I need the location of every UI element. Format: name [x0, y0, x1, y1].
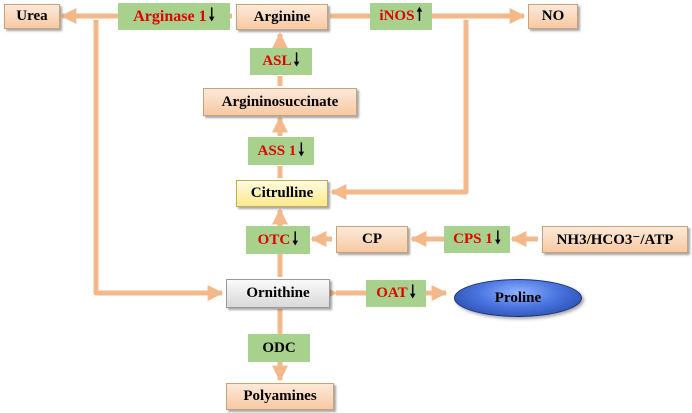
arginase1-down-arrow-icon: 🠓 — [208, 5, 215, 25]
asl-down-arrow-icon: 🠓 — [293, 50, 300, 70]
cps1-down-arrow-icon: 🠓 — [494, 228, 501, 248]
nh3-hco3-atp-label: NH3/HCO3⁻/ATP — [556, 232, 674, 248]
no-node: NO — [528, 4, 578, 29]
proline-node: Proline — [454, 279, 582, 317]
arrow-no-branch-to-citrulline — [330, 20, 469, 201]
inos-up-arrow-icon: 🠑 — [416, 5, 423, 25]
ass1-down-arrow-icon: 🠓 — [298, 139, 305, 160]
ass1-enzyme: ASS 1 🠓 — [248, 137, 314, 165]
proline-label: Proline — [494, 289, 542, 306]
otc-down-arrow-icon: 🠓 — [292, 228, 299, 249]
ass1-label: ASS 1 — [257, 142, 297, 159]
polyamines-label: Polyamines — [243, 388, 317, 404]
oat-label: OAT — [376, 285, 408, 301]
arginine-label: Arginine — [253, 8, 311, 25]
otc-label: OTC — [257, 231, 291, 248]
cps1-enzyme: CPS 1 🠓 — [444, 226, 510, 253]
nh3-hco3-atp-node: NH3/HCO3⁻/ATP — [542, 226, 688, 253]
citrulline-label: Citrulline — [250, 185, 314, 201]
cp-label: CP — [362, 231, 382, 247]
cps1-label: CPS 1 — [453, 231, 493, 247]
no-label: NO — [541, 8, 565, 24]
arrow-arginase-to-ornithine — [93, 20, 224, 302]
inos-enzyme: iNOS 🠑 — [370, 3, 432, 30]
urea-label: Urea — [16, 8, 48, 24]
odc-label: ODC — [262, 339, 296, 356]
asl-label: ASL — [262, 53, 292, 69]
asl-enzyme: ASL 🠓 — [250, 48, 312, 75]
otc-enzyme: OTC 🠓 — [246, 226, 310, 254]
oat-down-arrow-icon: 🠓 — [409, 282, 416, 302]
arginase1-label: Arginase 1 — [133, 7, 207, 25]
urea-node: Urea — [4, 4, 60, 29]
polyamines-node: Polyamines — [226, 383, 334, 410]
inos-label: iNOS — [379, 8, 415, 24]
cp-node: CP — [336, 226, 408, 253]
odc-enzyme: ODC — [248, 334, 310, 362]
ornithine-label: Ornithine — [246, 285, 310, 301]
arginase1-enzyme: Arginase 1 🠓 — [118, 3, 230, 30]
argininosuccinate-node: Argininosuccinate — [203, 88, 357, 116]
citrulline-node: Citrulline — [236, 180, 328, 207]
oat-enzyme: OAT 🠓 — [366, 280, 426, 307]
argininosuccinate-label: Argininosuccinate — [221, 93, 339, 110]
ornithine-node: Ornithine — [226, 279, 330, 308]
arginine-node: Arginine — [236, 4, 328, 30]
